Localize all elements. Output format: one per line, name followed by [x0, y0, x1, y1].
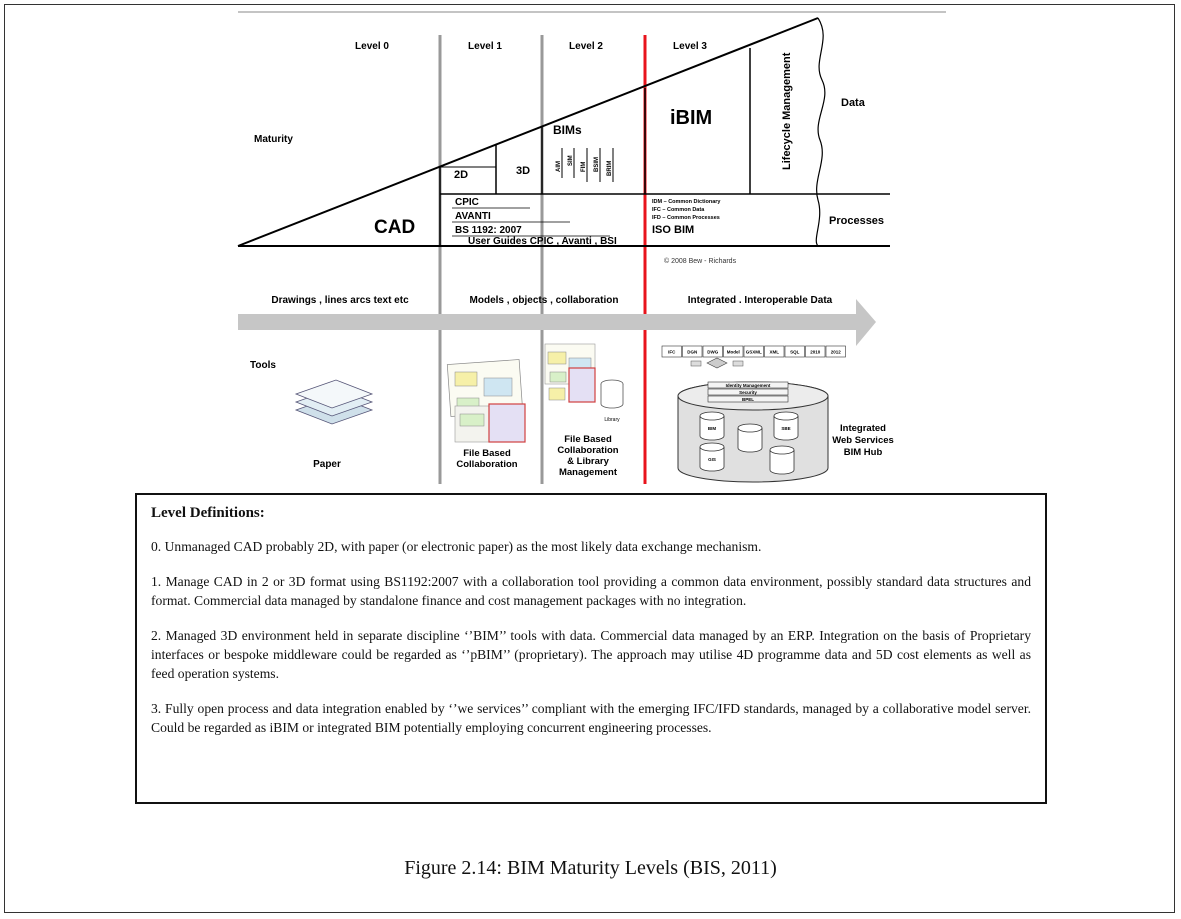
definition-level-1: 1. Manage CAD in 2 or 3D format using BS…	[151, 574, 1031, 608]
lifecycle-label: Lifecycle Management	[781, 52, 793, 170]
data-label: Data	[841, 97, 866, 109]
format-box	[682, 345, 703, 358]
paper-stack-icon	[294, 379, 374, 425]
database-cylinder-icon	[769, 445, 795, 475]
definition-level-2: 2. Managed 3D environment held in separa…	[151, 628, 1031, 681]
hub-databases: BIM SBE GIS	[699, 411, 799, 475]
processes-label: Processes	[829, 215, 884, 227]
maturity-diagonal	[237, 17, 819, 247]
format-box	[723, 345, 744, 358]
format-label: IFC	[668, 350, 676, 355]
bim-subtype-fim: FIM	[581, 162, 587, 172]
tool-caption-2-line3: BIM Hub	[844, 447, 883, 458]
definitions-heading: Level Definitions:	[151, 505, 265, 521]
page-frame	[4, 4, 1175, 913]
format-box	[825, 345, 846, 358]
tool-caption-1-line1: File Based	[564, 434, 612, 445]
standard-ifc: IFC – Common Data	[652, 207, 705, 213]
definition-level-3: 3. Fully open process and data integrati…	[151, 701, 1031, 735]
label-3d: 3D	[516, 165, 530, 177]
format-label: GSXML	[746, 350, 762, 355]
bim-subtypes: AIM SIM FIM BSIM BRIM	[556, 148, 614, 182]
standard-user-guides: User Guides CPIC , Avanti , BSI	[468, 236, 617, 247]
database-label: SBE	[781, 426, 790, 431]
level-definitions-box: Level Definitions: 0. Unmanaged CAD prob…	[135, 493, 1047, 804]
lifecycle-label-text: Lifecycle Management	[781, 52, 793, 170]
format-label: DGN	[687, 350, 697, 355]
format-box	[764, 345, 785, 358]
standard-ifd: IFD – Common Processes	[652, 215, 720, 221]
format-box	[784, 345, 805, 358]
format-label: 2012	[831, 350, 842, 355]
formats-bar: IFC DGN DWG Model GSXML XML SQL 2010 2012	[661, 345, 846, 358]
ibim-label: iBIM	[670, 107, 712, 129]
database-cylinder-icon: SBE	[773, 411, 799, 441]
format-box	[702, 345, 723, 358]
copyright-label: © 2008 Bew - Richards	[664, 257, 737, 265]
bim-subtype-aim: AIM	[556, 161, 562, 172]
format-label: SQL	[790, 350, 800, 355]
bims-label: BIMs	[553, 123, 582, 137]
tool-caption-2-line2: Web Services	[832, 435, 894, 446]
standard-cpic: CPIC	[455, 197, 479, 208]
tool-caption-0-line1: File Based	[463, 448, 511, 459]
tool-caption-2-line1: Integrated	[840, 423, 886, 434]
hub-layer-label: BPEL	[742, 397, 754, 402]
collaboration-sketch	[446, 359, 526, 443]
level-0-label: Level 0	[355, 41, 389, 52]
tool-caption-1-line4: Management	[559, 467, 618, 478]
standard-idm: IDM – Common Dictionary	[652, 199, 721, 205]
arrow-label-1: Models , objects , collaboration	[470, 295, 619, 306]
database-cylinder-icon	[737, 423, 763, 453]
level-1-label: Level 1	[468, 41, 502, 52]
caption-collab-1: File Based Collaboration	[456, 448, 517, 470]
bim-subtype-sim: SIM	[568, 155, 574, 166]
level-2-label: Level 2	[569, 41, 603, 52]
tool-caption-0-line2: Collaboration	[456, 459, 517, 470]
format-box	[805, 345, 826, 358]
definition-level-0: 0. Unmanaged CAD probably 2D, with paper…	[151, 539, 762, 554]
iso-bim-label: ISO BIM	[652, 224, 694, 236]
tool-caption-1-line3: & Library	[567, 456, 609, 467]
database-cylinder-icon: BIM	[699, 411, 725, 441]
library-sketch	[544, 343, 624, 409]
arrow-label-2: Integrated . Interoperable Data	[688, 295, 833, 306]
wavy-boundary	[815, 17, 826, 247]
hub-layer-box	[707, 388, 789, 396]
hub-layer-box	[707, 381, 789, 389]
format-box	[661, 345, 682, 358]
arrow-label-0: Drawings , lines arcs text etc	[271, 295, 409, 306]
level1-standards: CPIC AVANTI BS 1192: 2007 User Guides CP…	[452, 197, 617, 247]
hub-layer-label: Identity Management	[726, 383, 771, 388]
database-label: GIS	[708, 457, 716, 462]
hub-layer-box	[707, 395, 789, 403]
bim-subtype-brim: BRIM	[607, 161, 613, 176]
hub-layer-label: Security	[739, 390, 757, 395]
caption-collab-2: File Based Collaboration & Library Manag…	[557, 434, 618, 478]
level-3-label: Level 3	[673, 41, 707, 52]
maturity-label: Maturity	[254, 134, 293, 145]
paper-label: Paper	[313, 459, 341, 470]
caption-hub: Integrated Web Services BIM Hub	[832, 423, 894, 458]
format-label: XML	[770, 350, 780, 355]
standard-avanti: AVANTI	[455, 211, 491, 222]
label-2d: 2D	[454, 169, 468, 181]
database-cylinder-icon: GIS	[699, 442, 725, 472]
standard-bs1192: BS 1192: 2007	[455, 225, 522, 236]
library-label: Library	[604, 417, 620, 423]
bim-maturity-diagram: Level 0 Level 1 Level 2 Level 3 Maturity…	[237, 11, 946, 484]
timeline-arrow	[238, 299, 876, 346]
level3-standards: IDM – Common Dictionary IFC – Common Dat…	[652, 199, 721, 221]
cad-label: CAD	[374, 217, 415, 238]
format-label: 2010	[810, 350, 821, 355]
figure-caption: Figure 2.14: BIM Maturity Levels (BIS, 2…	[404, 857, 777, 879]
database-label: BIM	[708, 426, 717, 431]
format-box	[743, 345, 764, 358]
tool-caption-1-line2: Collaboration	[557, 445, 618, 456]
tools-label: Tools	[250, 360, 276, 371]
format-label: Model	[727, 350, 740, 355]
bim-subtype-bsim: BSIM	[594, 157, 600, 172]
format-label: DWG	[707, 350, 718, 355]
